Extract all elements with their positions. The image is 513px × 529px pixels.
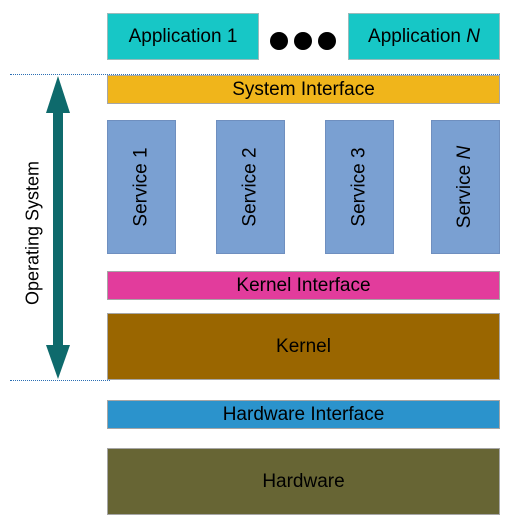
- hardware-interface-box: Hardware Interface: [107, 400, 500, 429]
- service-n-box: Service N: [431, 120, 500, 254]
- service-1-label: Service 1: [131, 147, 153, 226]
- service-2-number: 2: [239, 147, 261, 158]
- service-3-box: Service 3: [325, 120, 394, 254]
- service-2-label: Service 2: [240, 147, 262, 226]
- ellipsis-dot-3: [318, 32, 336, 50]
- ellipsis-dot-1: [270, 32, 288, 50]
- kernel-box: Kernel: [107, 313, 500, 380]
- kernel-interface-box: Kernel Interface: [107, 271, 500, 300]
- service-1-box: Service 1: [107, 120, 176, 254]
- application-n-prefix: Application: [368, 25, 467, 47]
- system-interface-box: System Interface: [107, 75, 500, 104]
- service-1-prefix: Service: [130, 157, 152, 227]
- application-n-box: Application N: [348, 13, 500, 60]
- application-1-box: Application 1: [107, 13, 259, 60]
- application-n-italic: N: [466, 25, 480, 47]
- hardware-label: Hardware: [262, 470, 345, 492]
- service-1-number: 1: [130, 147, 152, 158]
- application-n-label: Application N: [368, 26, 480, 48]
- service-n-prefix: Service: [454, 159, 476, 229]
- ellipsis-dot-2: [294, 32, 312, 50]
- service-n-italic: N: [454, 145, 476, 160]
- kernel-interface-label: Kernel Interface: [236, 274, 371, 296]
- os-top-boundary: [10, 74, 500, 75]
- system-interface-label: System Interface: [232, 78, 375, 100]
- operating-system-label: Operating System: [22, 160, 43, 306]
- service-2-prefix: Service: [239, 157, 261, 227]
- double-arrow-icon: [46, 76, 70, 379]
- os-bottom-boundary: [10, 380, 110, 381]
- service-n-label: Service N: [455, 146, 477, 228]
- service-2-box: Service 2: [216, 120, 285, 254]
- kernel-label: Kernel: [276, 335, 331, 357]
- service-3-number: 3: [348, 147, 370, 158]
- application-1-label: Application 1: [128, 25, 238, 47]
- service-3-label: Service 3: [349, 147, 371, 226]
- hardware-box: Hardware: [107, 448, 500, 515]
- service-3-prefix: Service: [348, 157, 370, 227]
- hardware-interface-label: Hardware Interface: [222, 403, 385, 425]
